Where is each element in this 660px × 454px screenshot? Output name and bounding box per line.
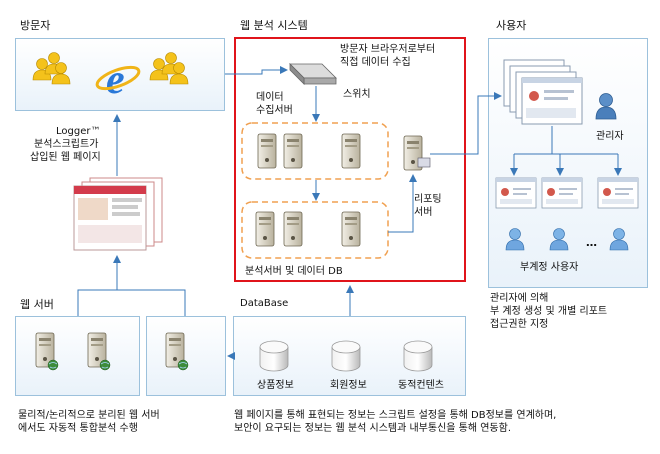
logger-line3: 삽입된 웹 페이지 xyxy=(30,152,101,163)
collect-server-line1: 데이터 xyxy=(256,92,284,103)
svg-text:e: e xyxy=(106,57,125,103)
web-server-icons xyxy=(35,332,189,371)
report-server-icon xyxy=(403,135,431,171)
db-item-dynamic: 동적컨텐츠 xyxy=(398,380,444,391)
sub-user-icons xyxy=(505,228,629,251)
admin-person-icon xyxy=(595,93,617,120)
web-server-note-line2: 에서도 자동적 통합분석 수행 xyxy=(18,423,138,434)
report-server-line2: 서버 xyxy=(414,207,433,218)
web-server-label: 웹 서버 xyxy=(20,298,54,311)
logger-line2: 분석스크립트가 xyxy=(34,139,99,150)
switch-label: 스위치 xyxy=(343,89,371,100)
visitor-person-icon-right xyxy=(149,52,189,85)
bottom-note-line2: 보안이 요구되는 정보는 웹 분석 시스템과 내부통신을 통해 연동함. xyxy=(234,423,512,434)
analysis-db-label: 분석서버 및 데이터 DB xyxy=(245,266,343,277)
db-item-member: 회원정보 xyxy=(330,380,367,391)
report-server-line1: 리포팅 xyxy=(414,194,442,205)
visitor-person-icon-left xyxy=(32,52,71,85)
collection-line1: 방문자 브라우저로부터 xyxy=(340,44,436,55)
connectors xyxy=(77,66,622,360)
admin-note-line3: 접근권한 지정 xyxy=(490,319,549,330)
ellipsis-users: … xyxy=(586,236,597,249)
admin-note-line1: 관리자에 의해 xyxy=(490,293,549,304)
web-analytics-label: 웹 분석 시스템 xyxy=(240,19,308,32)
collect-server-line2: 수집서버 xyxy=(256,105,293,116)
database-cylinder-icons xyxy=(259,340,433,372)
web-server-note-line1: 물리적/논리적으로 분리된 웹 서버 xyxy=(18,410,160,421)
collection-line2: 직접 데이터 수집 xyxy=(340,57,411,68)
switch-icon xyxy=(289,63,337,85)
report-page-stack-icon xyxy=(503,59,583,125)
users-label: 사용자 xyxy=(496,19,527,32)
admin-label: 관리자 xyxy=(596,131,624,142)
visitor-label: 방문자 xyxy=(20,19,51,32)
web-page-stack-icon xyxy=(73,177,163,251)
browser-e-icon: e xyxy=(95,57,141,103)
db-item-product: 상품정보 xyxy=(257,380,294,391)
bottom-note-line1: 웹 페이지를 통해 표현되는 정보는 스크립트 설정을 통해 DB정보를 연계하… xyxy=(234,410,557,421)
sub-users-label: 부계정 사용자 xyxy=(520,262,579,273)
web-server-panel-right xyxy=(146,316,226,396)
sub-report-icons xyxy=(495,177,639,209)
logger-line1: Logger™ xyxy=(56,126,101,137)
admin-note-line2: 부 계정 생성 및 개별 리포트 xyxy=(490,306,608,317)
database-label: DataBase xyxy=(240,298,289,309)
